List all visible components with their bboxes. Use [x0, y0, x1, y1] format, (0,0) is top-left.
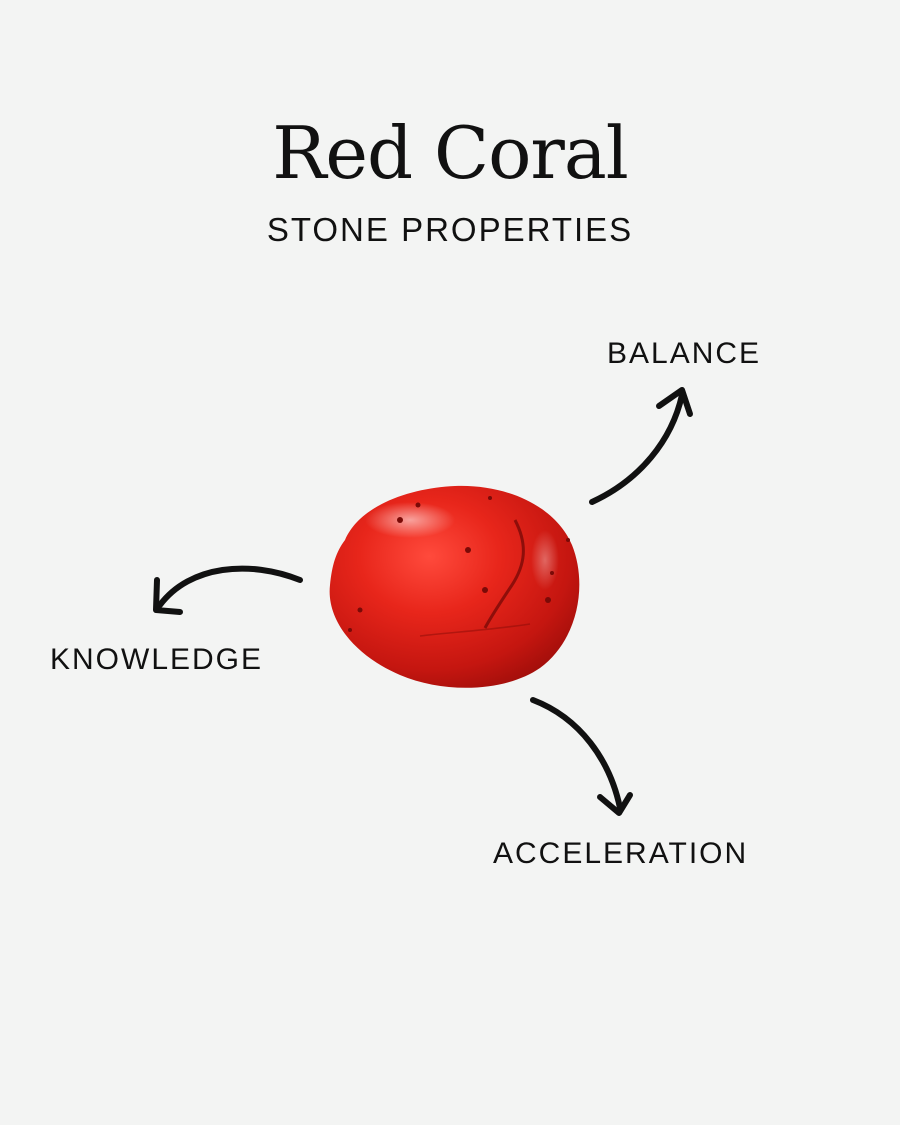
page-subtitle: STONE PROPERTIES	[266, 211, 634, 248]
arrow-icon	[153, 565, 303, 615]
arrow-icon	[530, 697, 633, 816]
arrow-icon	[589, 387, 693, 505]
property-label-knowledge: KNOWLEDGE	[50, 643, 264, 676]
page-title: Red Coral	[272, 111, 629, 195]
red-coral-stone	[329, 485, 580, 688]
property-label-balance: BALANCE	[607, 337, 762, 370]
property-label-acceleration: ACCELERATION	[493, 837, 749, 870]
